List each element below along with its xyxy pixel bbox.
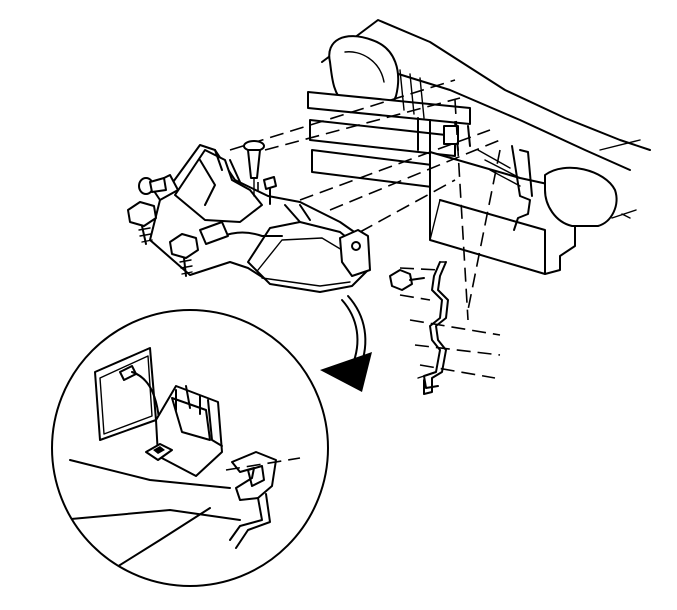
guide-line-11 — [414, 344, 501, 356]
alignment-guides — [229, 79, 501, 379]
detail-rod-edge — [235, 493, 271, 549]
shield-ribs — [199, 149, 311, 223]
skid-plate-assembly — [149, 144, 371, 293]
body-inner-outline — [391, 71, 631, 171]
bumper-rail-upper — [307, 91, 471, 125]
support-rod-bracket — [417, 261, 449, 395]
wheel-well-detail — [599, 139, 641, 219]
bumper-end-edge — [429, 199, 441, 241]
guide-line-8 — [467, 149, 501, 311]
push-pin-fastener — [243, 140, 265, 197]
detail-contents — [59, 347, 301, 586]
guide-line-13 — [399, 267, 441, 271]
support-rod — [423, 261, 443, 389]
guide-line-9 — [399, 294, 431, 301]
shield-clip — [199, 221, 229, 245]
hex-bolt-left-upper — [127, 201, 157, 245]
detail-rod — [229, 497, 263, 541]
shield-end-hole — [351, 241, 361, 251]
guide-line-2 — [264, 97, 461, 151]
shield-tray-lip — [257, 237, 353, 287]
retaining-bolt-upper — [263, 176, 277, 205]
bumper-end-face — [439, 199, 546, 275]
detail-clip-hole — [153, 446, 165, 454]
guide-line-10 — [409, 319, 501, 336]
shield-panel-upper — [174, 149, 263, 223]
support-rod-tab — [417, 261, 447, 379]
fasteners — [127, 140, 425, 291]
callout-arrow — [320, 295, 372, 392]
guide-line-5 — [359, 179, 456, 233]
detail-step-ridges — [175, 385, 223, 447]
guide-line-1 — [229, 79, 456, 151]
bumper-rail-middle — [309, 119, 456, 157]
right-frame-bracket — [511, 145, 533, 231]
guide-line-12 — [419, 364, 496, 379]
detail-view — [51, 309, 329, 587]
detail-guide-line — [225, 457, 301, 471]
shield-end-bracket — [339, 229, 371, 277]
frame-mount-tabs — [417, 117, 471, 153]
support-rod-edge — [423, 261, 449, 395]
guide-line-3 — [299, 129, 491, 201]
washer-screw-left — [138, 177, 167, 195]
callout-arrow-shaft — [341, 299, 359, 367]
guide-line-7 — [454, 99, 469, 321]
detail-flap-inner — [99, 355, 153, 435]
detail-bracket-tab — [247, 465, 265, 487]
bumper-end-block — [429, 151, 576, 275]
hex-bolt-right — [389, 269, 425, 291]
callout-arrow-head — [320, 352, 372, 392]
wheel-well-tire — [544, 166, 618, 227]
guide-line-4 — [329, 139, 501, 211]
frame-mount-block — [443, 125, 459, 145]
body-top-outline — [321, 19, 651, 151]
hex-bolt-left-lower — [169, 233, 199, 277]
headlamp-lens-line — [344, 51, 385, 83]
